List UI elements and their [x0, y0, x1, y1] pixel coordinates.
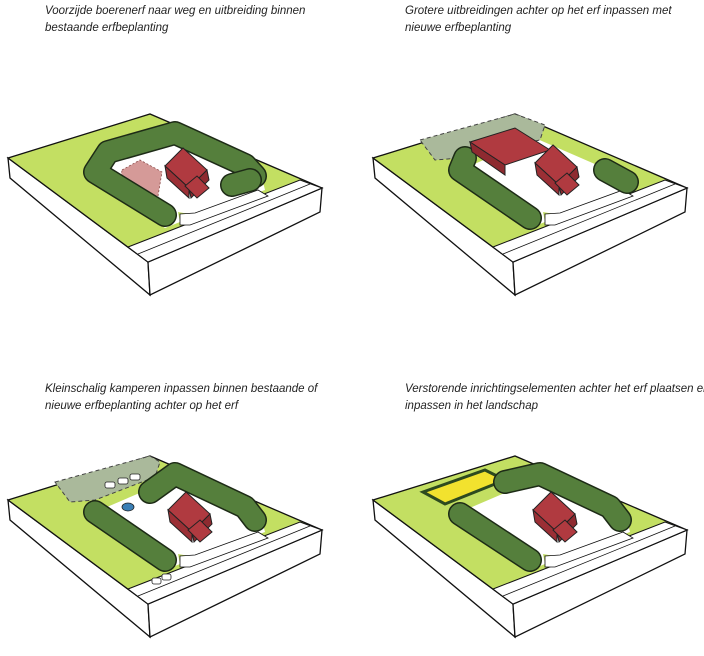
caption-panel-3: Kleinschalig kamperen inpassen binnen be…: [45, 381, 375, 415]
farmhouse: [164, 147, 210, 200]
driveway: [544, 531, 634, 568]
hedge: [221, 169, 261, 196]
road-edge-line: [137, 525, 311, 597]
caravan: [129, 473, 141, 481]
road-edge-line: [502, 183, 676, 255]
hedge: [594, 159, 638, 193]
caption-line: bestaande erfbeplanting: [45, 22, 169, 34]
hedge: [449, 503, 541, 571]
driveway: [179, 531, 269, 568]
hedge: [449, 147, 541, 229]
caption-line: Kleinschalig kamperen inpassen binnen be…: [45, 383, 318, 395]
farmhouse: [532, 491, 578, 544]
parked-car: [151, 577, 162, 585]
house-annex: [184, 175, 210, 199]
sketch-panel-1: [6, 113, 324, 297]
caption-line: Verstorende inrichtingselementen achter …: [405, 383, 704, 395]
sketch-panel-4: [371, 455, 689, 639]
hedge: [494, 463, 631, 531]
house-wall: [164, 164, 190, 200]
house-annex: [187, 519, 213, 543]
caption-panel-4: Verstorende inrichtingselementen achter …: [405, 381, 704, 415]
road-edge-line: [502, 525, 676, 597]
driveway: [179, 189, 269, 226]
house-wall: [532, 508, 558, 544]
new-planting-area: [54, 455, 161, 503]
house-wall: [167, 508, 193, 544]
road-edge-line: [137, 183, 311, 255]
farmhouse: [534, 144, 580, 197]
sketch-panel-2: [371, 113, 689, 297]
pond: [121, 502, 135, 512]
barn-extension-wall: [469, 140, 506, 176]
sketch-panel-3: [6, 455, 324, 639]
caption-panel-1: Voorzijde boerenerf naar weg en uitbreid…: [45, 3, 375, 37]
hedge: [84, 122, 266, 226]
farmhouse: [167, 491, 213, 544]
caption-line: nieuwe erfbeplanting achter op het erf: [45, 400, 239, 412]
parked-car: [161, 573, 172, 581]
house-annex: [552, 519, 578, 543]
new-planting-area: [419, 113, 546, 161]
caravan: [117, 477, 129, 485]
caption-line: Grotere uitbreidingen achter op het erf …: [405, 5, 672, 17]
caption-line: nieuwe erfbeplanting: [405, 22, 512, 34]
caravan: [104, 481, 116, 489]
house-wall: [534, 161, 560, 197]
caption-line: Voorzijde boerenerf naar weg en uitbreid…: [45, 5, 306, 17]
caption-panel-2: Grotere uitbreidingen achter op het erf …: [405, 3, 704, 37]
hedge: [84, 501, 176, 571]
hedge: [139, 463, 266, 531]
house-annex: [554, 172, 580, 196]
caption-line: inpassen in het landschap: [405, 400, 538, 412]
driveway: [544, 189, 634, 226]
